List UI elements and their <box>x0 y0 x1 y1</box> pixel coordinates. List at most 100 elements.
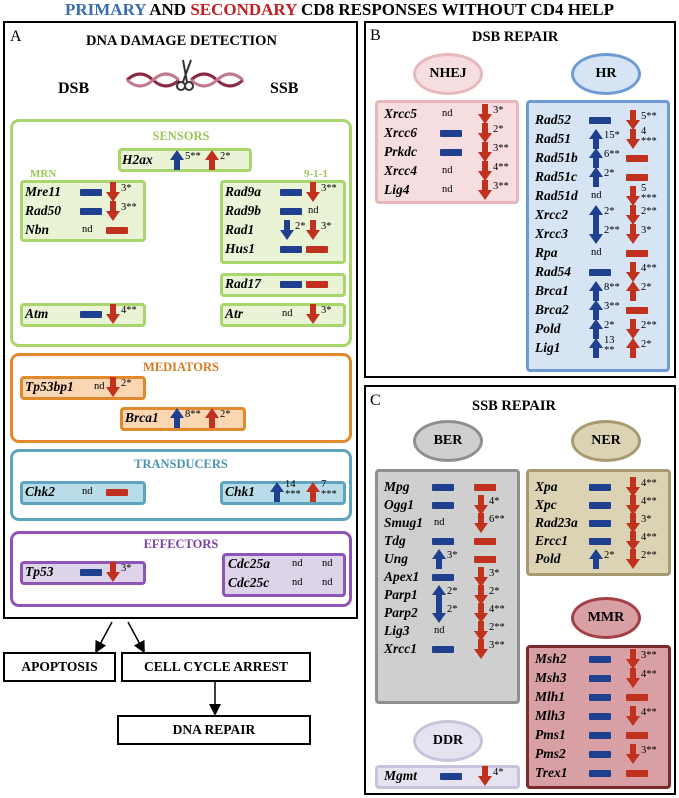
gene-tp53bp1-primary-nd: nd <box>94 381 105 392</box>
gene-rpa-secondary-no-change-bar <box>626 250 648 257</box>
title-primary: PRIMARY <box>64 0 146 19</box>
effectors-header: EFFECTORS <box>143 537 219 551</box>
gene-ogg1: Ogg1 <box>384 497 414 512</box>
gene-lig1-secondary-significance: 2* <box>641 339 652 350</box>
nhej-oval: NHEJ <box>413 53 483 95</box>
cdc25-box <box>222 553 346 597</box>
gene-h2ax-primary-up-arrow-icon <box>170 150 184 170</box>
gene-msh3-secondary-down-arrow-icon <box>626 668 640 688</box>
gene-chk1-secondary-up-arrow-icon <box>306 482 320 502</box>
gene-brca2-primary-up-arrow-icon <box>589 300 603 320</box>
gene-tp53bp1-secondary-down-arrow-icon <box>106 377 120 397</box>
ner-oval: NER <box>571 420 641 462</box>
gene-apex1-secondary-significance: 3* <box>489 568 500 579</box>
gene-parp1-primary-up-arrow-icon <box>432 585 446 605</box>
gene-lig1-primary-significance: 13** <box>604 335 615 356</box>
gene-h2ax-primary-significance: 5** <box>185 151 201 162</box>
gene-chk1: Chk1 <box>225 484 256 499</box>
gene-atr-secondary-significance: 3* <box>321 305 332 316</box>
gene-smug1-primary-nd: nd <box>434 517 445 528</box>
gene-tdg: Tdg <box>384 533 406 548</box>
gene-rad51c-secondary-no-change-bar <box>626 174 648 181</box>
gene-chk2-primary-nd: nd <box>82 486 93 497</box>
gene-poldn-primary-significance: 2* <box>604 550 615 561</box>
gene-atr-primary-nd: nd <box>282 308 293 319</box>
gene-trex1-secondary-no-change-bar <box>626 770 648 777</box>
gene-h2ax-secondary-up-arrow-icon <box>205 150 219 170</box>
gene-xrcc4-primary-nd: nd <box>442 165 453 176</box>
gene-atr-secondary-down-arrow-icon <box>306 304 320 324</box>
gene-mlh3: Mlh3 <box>535 708 566 723</box>
gene-apex1: Apex1 <box>384 569 420 584</box>
gene-prkdc-primary-no-change-bar <box>440 149 462 156</box>
gene-tp53-secondary-significance: 3* <box>121 563 132 574</box>
gene-ogg1-secondary-down-arrow-icon <box>474 495 488 515</box>
gene-mlh1-primary-no-change-bar <box>589 694 611 701</box>
gene-brca1b-secondary-significance: 2* <box>641 282 652 293</box>
gene-ung: Ung <box>384 551 409 566</box>
gene-brca1b-secondary-up-arrow-icon <box>626 281 640 301</box>
gene-rad50-secondary-significance: 3** <box>121 202 137 213</box>
gene-xpc-primary-no-change-bar <box>589 502 611 509</box>
gene-rad23a-secondary-significance: 3* <box>641 514 652 525</box>
gene-rad50-secondary-down-arrow-icon <box>106 201 120 221</box>
gene-ung-primary-up-arrow-icon <box>432 549 446 569</box>
gene-poldn-primary-up-arrow-icon <box>589 549 603 569</box>
dsb-label: DSB <box>58 80 90 97</box>
gene-parp2-primary-significance: 2* <box>447 604 458 615</box>
dna-repair-box: DNA REPAIR <box>117 715 311 745</box>
gene-xrcc3-primary-down-arrow-icon <box>589 224 603 244</box>
gene-rad51-primary-significance: 15* <box>604 130 620 141</box>
gene-mgmt-primary-no-change-bar <box>440 773 462 780</box>
gene-cdc25c-secondary-nd: nd <box>322 577 333 588</box>
gene-trex1-primary-no-change-bar <box>589 770 611 777</box>
gene-smug1-secondary-significance: 6** <box>489 514 505 525</box>
gene-pms1: Pms1 <box>535 727 566 742</box>
gene-mlh1-secondary-no-change-bar <box>626 694 648 701</box>
gene-brca1b: Brca1 <box>535 283 569 298</box>
gene-tp53bp1-secondary-significance: 2* <box>121 378 132 389</box>
gene-rad9b-primary-no-change-bar <box>280 208 302 215</box>
gene-smug1: Smug1 <box>384 515 424 530</box>
gene-rad54-secondary-significance: 4** <box>641 263 657 274</box>
gene-poldn: Pold <box>535 551 561 566</box>
gene-xpa-secondary-down-arrow-icon <box>626 477 640 497</box>
gene-chk2: Chk2 <box>25 484 56 499</box>
gene-rad52-primary-no-change-bar <box>589 117 611 124</box>
gene-xpc: Xpc <box>535 497 557 512</box>
gene-rad51c: Rad51c <box>535 169 577 184</box>
gene-rpa: Rpa <box>535 245 558 260</box>
gene-ung-secondary-no-change-bar <box>474 556 496 563</box>
gene-pms1-primary-no-change-bar <box>589 732 611 739</box>
gene-rad51d: Rad51d <box>535 188 578 203</box>
gene-ogg1-secondary-significance: 4* <box>489 496 500 507</box>
gene-xrcc2-primary-significance: 2* <box>604 206 615 217</box>
gene-prkdc-secondary-significance: 3** <box>493 143 509 154</box>
gene-mre11-primary-no-change-bar <box>80 189 102 196</box>
gene-atm-primary-no-change-bar <box>80 311 102 318</box>
gene-rad51c-primary-up-arrow-icon <box>589 167 603 187</box>
gene-rad51d-secondary-significance: 5*** <box>641 183 657 204</box>
gene-xrcc5: Xrcc5 <box>384 106 417 121</box>
gene-parp2-secondary-significance: 4** <box>489 604 505 615</box>
gene-parp1-secondary-significance: 2* <box>489 586 500 597</box>
nhej-box <box>375 100 519 204</box>
gene-chk1-primary-up-arrow-icon <box>270 482 284 502</box>
gene-mre11: Mre11 <box>25 184 62 199</box>
gene-rad51-primary-up-arrow-icon <box>589 129 603 149</box>
gene-xrcc1-secondary-down-arrow-icon <box>474 639 488 659</box>
gene-msh2: Msh2 <box>535 651 567 666</box>
gene-pms2: Pms2 <box>535 746 566 761</box>
gene-rad17-primary-no-change-bar <box>280 281 302 288</box>
gene-pms2-primary-no-change-bar <box>589 751 611 758</box>
tp53bp1-box <box>20 376 146 400</box>
gene-mre11-secondary-down-arrow-icon <box>106 182 120 202</box>
gene-rad51d-secondary-down-arrow-icon <box>626 186 640 206</box>
gene-msh3: Msh3 <box>535 670 567 685</box>
gene-xrcc6-secondary-down-arrow-icon <box>478 123 492 143</box>
gene-parp2-primary-down-arrow-icon <box>432 603 446 623</box>
gene-chk2-secondary-no-change-bar <box>106 489 128 496</box>
gene-apex1-secondary-down-arrow-icon <box>474 567 488 587</box>
gene-mlh3-secondary-significance: 4** <box>641 707 657 718</box>
gene-h2ax-secondary-significance: 2* <box>220 151 231 162</box>
